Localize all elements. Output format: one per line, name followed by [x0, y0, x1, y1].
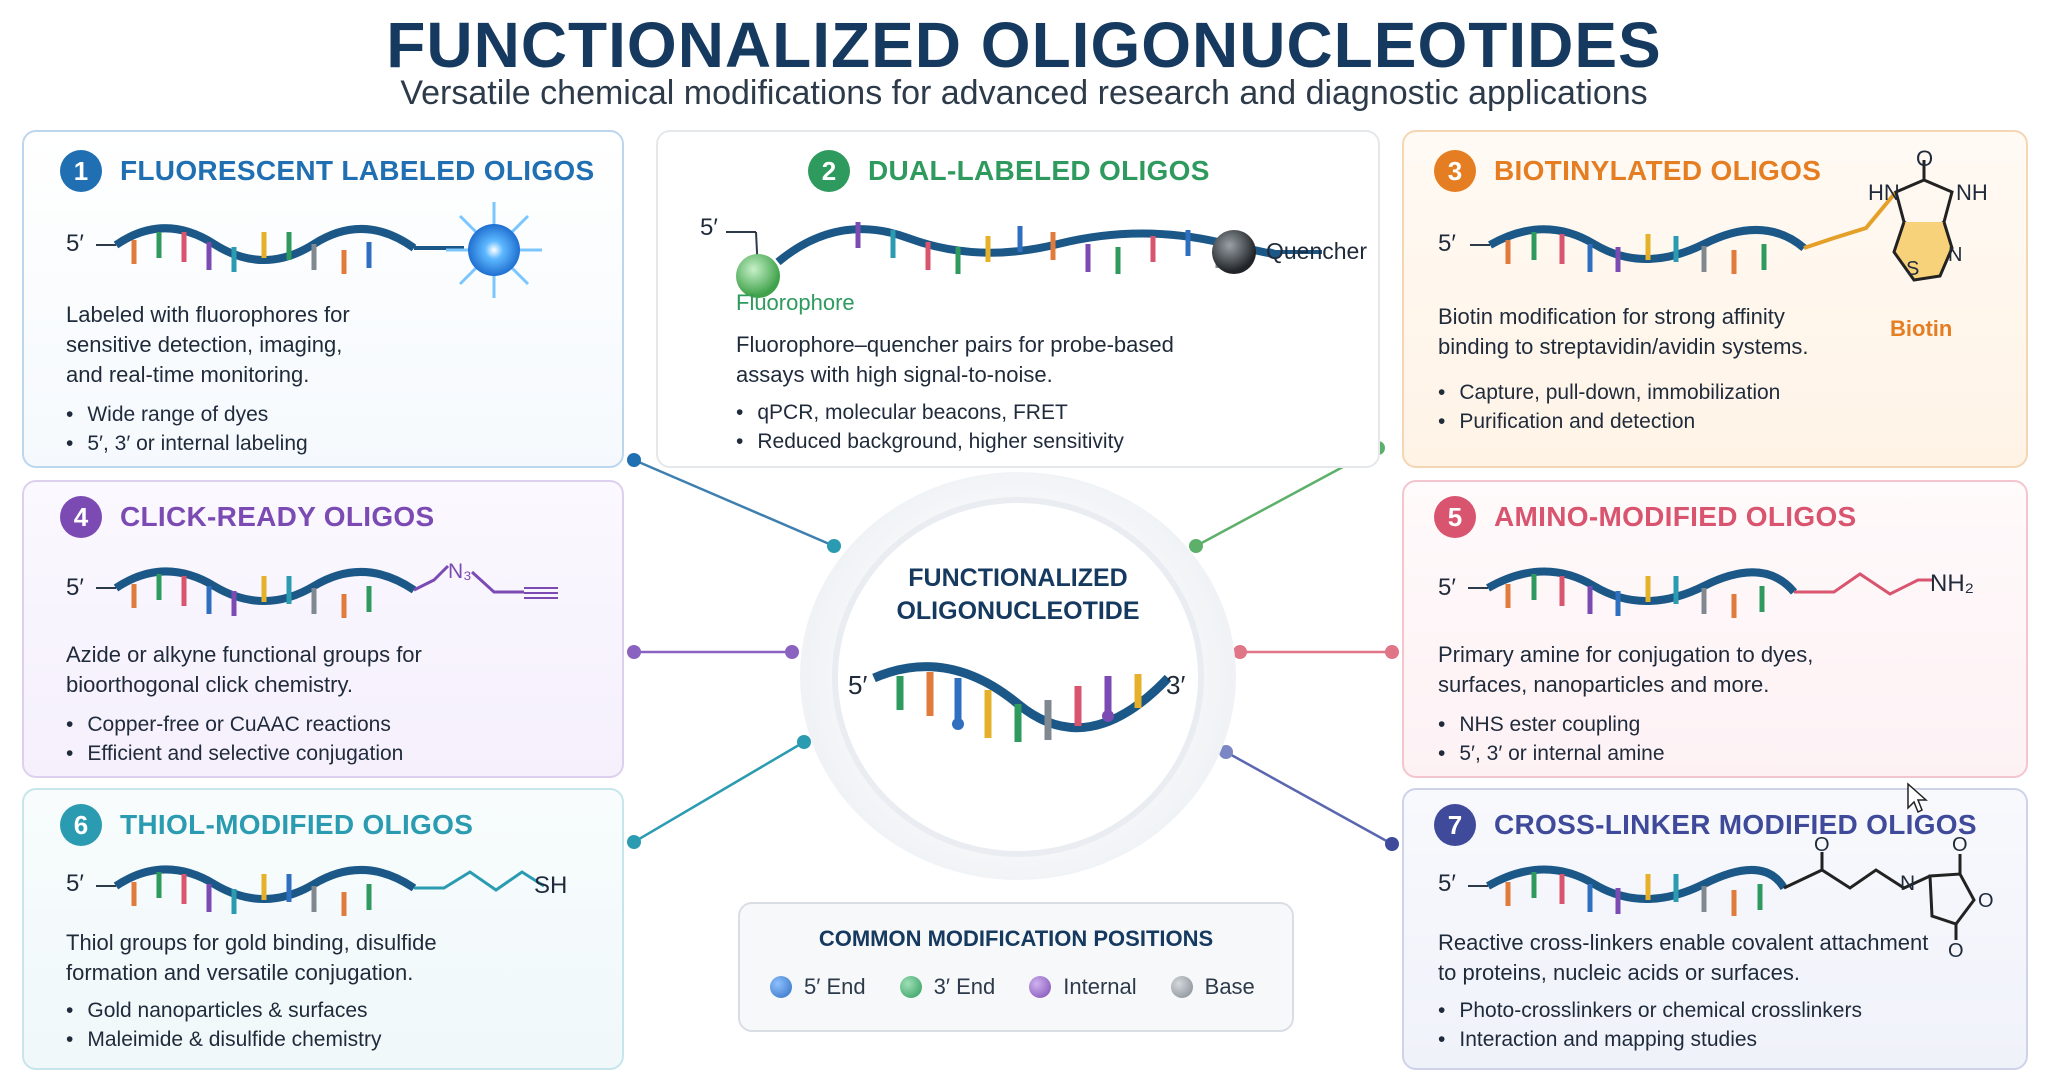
- crosslinker-atom: O: [1814, 834, 1830, 856]
- page-title: FUNCTIONALIZED OLIGONUCLEOTIDES: [386, 9, 1662, 81]
- badge-4: 4: [60, 496, 102, 538]
- amine-label: NH₂: [1930, 570, 1974, 597]
- card-title: DUAL-LABELED OLIGOS: [868, 155, 1210, 186]
- biotin-strand-graphic: [1470, 160, 1954, 282]
- legend-items: 5′ End 3′ End Internal Base: [770, 974, 1255, 1000]
- card-bullets: Capture, pull-down, immobilizationPurifi…: [1438, 378, 1780, 436]
- card-bullets: Copper-free or CuAAC reactionsEfficient …: [66, 710, 403, 768]
- card-description: Fluorophore–quencher pairs for probe-bas…: [736, 332, 1174, 387]
- crosslinker-atom: N: [1900, 872, 1916, 895]
- biotin-label: Biotin: [1890, 316, 1953, 341]
- card-biotinylated: 3 BIOTINYLATED OLIGOS 5′ O HN NH S N Bio…: [1402, 130, 2028, 468]
- biotin-atom: O: [1916, 146, 1934, 171]
- legend-item: 5′ End: [770, 974, 866, 1000]
- crosslinker-atom: O: [1978, 890, 1994, 912]
- five-prime-label: 5′: [1438, 230, 1456, 257]
- biotin-atom: NH: [1956, 180, 1988, 205]
- dna-strand-graphic: [1468, 567, 1934, 618]
- legend-item: Internal: [1029, 974, 1137, 1000]
- card-bullets: NHS ester coupling5′, 3′ or internal ami…: [1438, 710, 1664, 768]
- fluorophore-label: Fluorophore: [736, 290, 855, 315]
- card-thiol-modified: 6 THIOL-MODIFIED OLIGOS 5′ SH Thiol grou…: [22, 788, 624, 1070]
- biotin-atom: S: [1906, 258, 1920, 280]
- center-five-prime-label: 5′: [848, 670, 868, 700]
- badge-5: 5: [1434, 496, 1476, 538]
- card-bullets: Wide range of dyes5′, 3′ or internal lab…: [66, 400, 307, 458]
- card-description: Primary amine for conjugation to dyes,su…: [1438, 642, 1814, 697]
- center-dna-graphic: [872, 662, 1172, 742]
- badge-6: 6: [60, 804, 102, 846]
- card-title: FLUORESCENT LABELED OLIGOS: [120, 155, 595, 186]
- five-prime-label: 5′: [66, 574, 84, 601]
- card-title: CROSS-LINKER MODIFIED OLIGOS: [1494, 809, 1977, 840]
- card-description: Reactive cross-linkers enable covalent a…: [1438, 930, 1929, 985]
- card-dual-labeled: 2 DUAL-LABELED OLIGOS 5′ Fluorophore Que…: [656, 130, 1380, 468]
- page-subtitle: Versatile chemical modifications for adv…: [400, 74, 1648, 112]
- five-prime-label: 5′: [66, 870, 84, 897]
- quencher-label: Quencher: [1266, 238, 1368, 264]
- card-title: AMINO-MODIFIED OLIGOS: [1494, 501, 1857, 532]
- center-three-prime-label: 3′: [1166, 670, 1186, 700]
- legend-item: 3′ End: [899, 974, 995, 1000]
- card-title: THIOL-MODIFIED OLIGOS: [120, 809, 474, 840]
- dna-strand-graphic: [96, 865, 545, 916]
- mouse-cursor-icon: [1907, 782, 1928, 814]
- card-title: BIOTINYLATED OLIGOS: [1494, 155, 1822, 186]
- crosslinker-atom: O: [1952, 834, 1968, 856]
- badge-3: 3: [1434, 150, 1476, 192]
- legend-item: Base: [1170, 974, 1255, 1000]
- five-prime-label: 5′: [700, 214, 718, 241]
- card-amino-modified: 5 AMINO-MODIFIED OLIGOS 5′ NH₂ Primary a…: [1402, 480, 2028, 778]
- biotin-atom: N: [1948, 244, 1963, 266]
- five-prime-label: 5′: [1438, 574, 1456, 601]
- five-prime-label: 5′: [66, 230, 84, 257]
- thiol-label: SH: [534, 872, 568, 899]
- dna-strand-graphic: [96, 202, 542, 298]
- card-fluorescent: 1 FLUORESCENT LABELED OLIGOS 5′ Labeled …: [22, 130, 624, 468]
- card-description: Thiol groups for gold binding, disulfide…: [66, 930, 437, 985]
- crosslinker-atom: O: [1948, 940, 1964, 962]
- card-cross-linker: 7 CROSS-LINKER MODIFIED OLIGOS 5′ O N O …: [1402, 788, 2028, 1070]
- biotin-atom: HN: [1868, 180, 1900, 205]
- modification-legend: COMMON MODIFICATION POSITIONS 5′ End 3′ …: [738, 902, 1294, 1032]
- legend-title: COMMON MODIFICATION POSITIONS: [818, 926, 1214, 951]
- azide-label: N₃: [448, 560, 472, 583]
- card-bullets: qPCR, molecular beacons, FRETReduced bac…: [736, 398, 1124, 456]
- badge-7: 7: [1434, 804, 1476, 846]
- five-prime-label: 5′: [1438, 870, 1456, 897]
- card-title: CLICK-READY OLIGOS: [120, 501, 435, 532]
- badge-1: 1: [60, 150, 102, 192]
- card-bullets: Photo-crosslinkers or chemical crosslink…: [1438, 996, 1862, 1054]
- crosslinker-strand-graphic: [1468, 852, 1976, 940]
- card-click-ready: 4 CLICK-READY OLIGOS 5′ N₃ Azide or alky…: [22, 480, 624, 778]
- badge-2: 2: [808, 150, 850, 192]
- dna-strand-graphic: [96, 564, 558, 618]
- card-bullets: Gold nanoparticles & surfacesMaleimide &…: [66, 996, 381, 1054]
- dna-strand-graphic: [726, 222, 1322, 298]
